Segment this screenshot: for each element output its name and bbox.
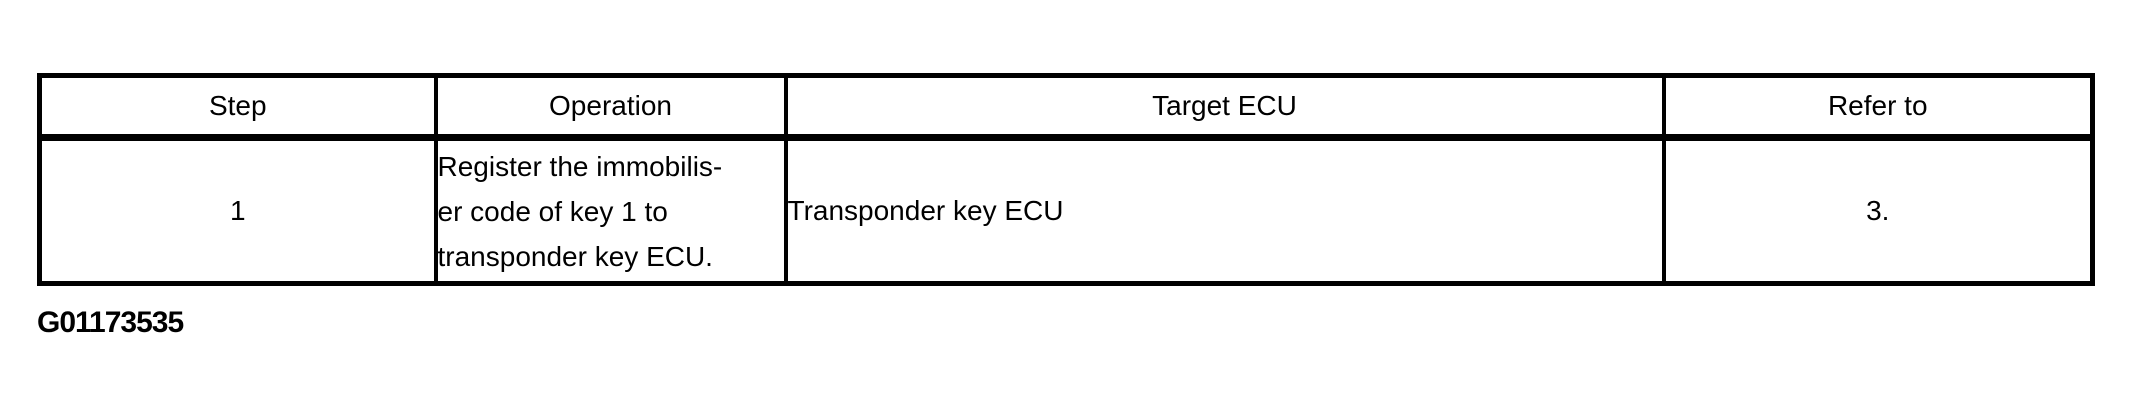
cell-refer-to: 3. [1661,135,2095,286]
header-operation: Operation [433,73,788,141]
table-row: 1 Register the immobilis- er code of key… [37,135,2095,286]
cell-target-ecu: Transponder key ECU [783,135,1666,286]
cell-operation-text: Register the immobilis- er code of key 1… [433,135,788,286]
key-registration-steps-table: Step Operation Target ECU Refer to 1 Reg… [37,73,2095,286]
header-target-ecu: Target ECU [783,73,1666,141]
header-refer-to: Refer to [1661,73,2095,141]
cell-step-number: 1 [37,135,438,286]
header-step: Step [37,73,438,141]
figure-id: G01173535 [37,306,184,339]
table-header-row: Step Operation Target ECU Refer to [37,73,2095,141]
